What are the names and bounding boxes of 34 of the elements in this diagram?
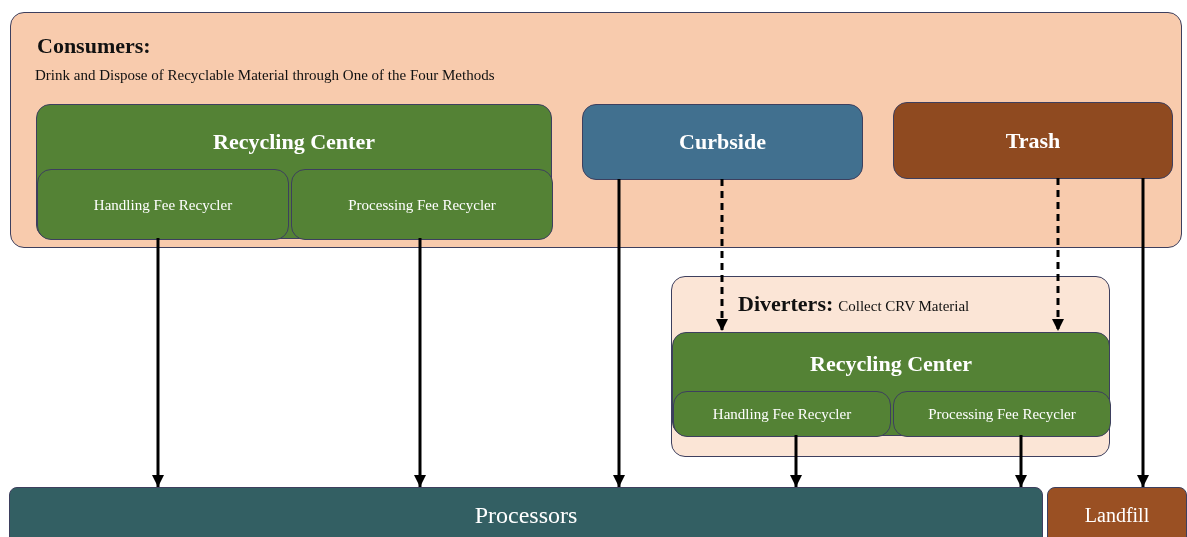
consumer-panel <box>10 12 1182 248</box>
arrow <box>152 238 164 487</box>
box-label: Landfill <box>1083 503 1151 526</box>
box-label: Recycling Center <box>212 129 376 155</box>
process-box <box>36 104 552 239</box>
arrow <box>1052 178 1064 331</box>
diverter-panel <box>671 276 1110 457</box>
arrow <box>1137 178 1149 487</box>
arrow <box>613 179 625 487</box>
process-box <box>37 169 289 240</box>
box-label: Handling Fee Recycler <box>711 405 853 423</box>
process-box <box>672 332 1110 436</box>
arrow <box>414 238 426 487</box>
process-box <box>582 104 863 180</box>
arrow <box>1015 435 1027 487</box>
box-label: Curbside <box>678 129 767 155</box>
heading: Diverters: <box>738 291 834 316</box>
process-box <box>893 391 1111 437</box>
process-box <box>673 391 891 437</box>
box-label: Processors <box>473 501 579 528</box>
processor-bar <box>9 487 1043 537</box>
heading: Consumers: <box>37 33 151 59</box>
arrow <box>790 435 802 487</box>
subtitle: Drink and Dispose of Recyclable Material through One of the Four Methods <box>35 67 495 84</box>
landfill-bar <box>1047 487 1187 537</box>
box-label: Processing Fee Recycler <box>347 196 497 213</box>
box-label: Recycling Center <box>809 351 973 377</box>
arrow <box>716 179 728 331</box>
subtitle: Collect CRV Material <box>838 298 970 314</box>
box-label: Processing Fee Recycler <box>927 405 1077 423</box>
box-label: Trash <box>1004 127 1062 154</box>
box-label: Handling Fee Recycler <box>92 196 234 213</box>
process-box <box>291 169 553 240</box>
process-box <box>893 102 1173 179</box>
